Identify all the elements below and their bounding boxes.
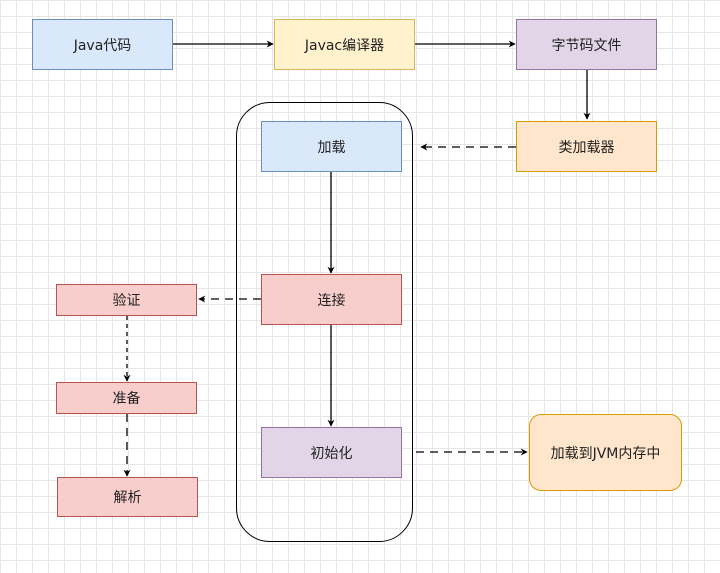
resolution-node: 解析 — [57, 477, 198, 517]
class-loading-phase-container — [236, 102, 413, 542]
verification-node: 验证 — [56, 284, 197, 316]
loaded-into-jvm-node: 加载到JVM内存中 — [529, 414, 682, 491]
java-code-node: Java代码 — [32, 19, 173, 70]
linking-node: 连接 — [261, 274, 402, 325]
bytecode-file-node: 字节码文件 — [516, 19, 657, 70]
loading-node: 加载 — [261, 121, 402, 172]
initialization-node: 初始化 — [261, 427, 402, 478]
javac-compiler-node: Javac编译器 — [274, 19, 415, 70]
preparation-node: 准备 — [56, 382, 197, 414]
class-loader-node: 类加载器 — [516, 121, 657, 172]
